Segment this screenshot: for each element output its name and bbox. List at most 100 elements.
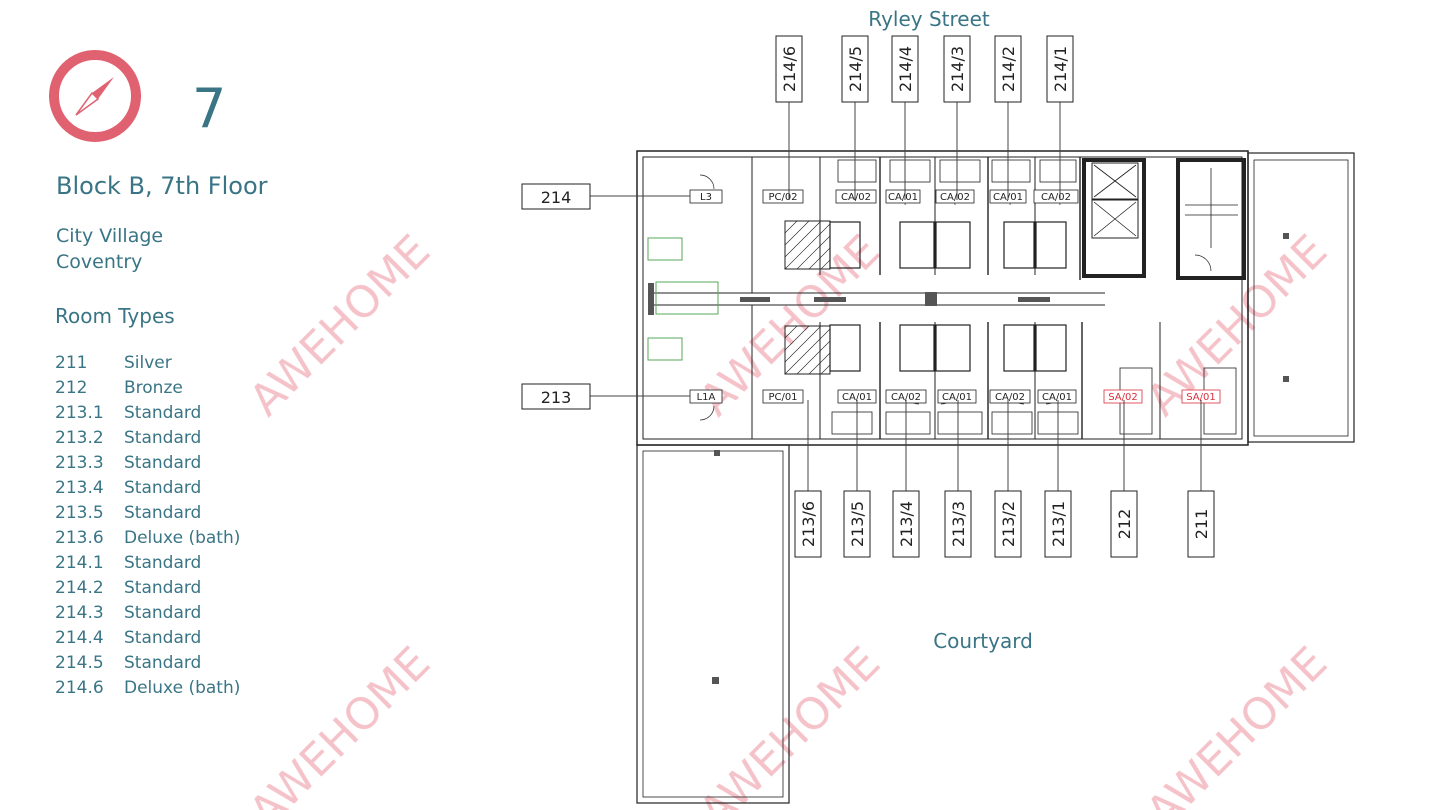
room-type: Standard bbox=[124, 578, 202, 598]
room-type: Standard bbox=[124, 603, 202, 623]
callout-label: 214/4 bbox=[896, 46, 915, 92]
room-number: 214.2 bbox=[55, 578, 104, 598]
watermark-1: AWEHOME bbox=[240, 225, 440, 425]
callout-label: 213/1 bbox=[1049, 501, 1068, 547]
room-tag-label: CA/02 bbox=[940, 192, 970, 203]
list-item: 214.3 Standard bbox=[55, 603, 240, 628]
room-tag-label: PC/01 bbox=[768, 392, 797, 403]
top-callouts: 214/6 214/5 214/4 214/3 214/2 214/1 bbox=[775, 35, 1074, 103]
callout-label: 214 bbox=[541, 188, 572, 207]
building-outline bbox=[636, 150, 1355, 804]
room-tag: CA/01 bbox=[837, 389, 877, 404]
callout-label: 213/3 bbox=[949, 501, 968, 547]
callout-label: 213 bbox=[541, 388, 572, 407]
room-number: 214.3 bbox=[55, 603, 104, 623]
room-tag: L1A bbox=[689, 389, 723, 404]
callout-label: 214/1 bbox=[1051, 46, 1070, 92]
watermark-3: AWEHOME bbox=[1137, 225, 1337, 425]
callout-label: 214/6 bbox=[780, 46, 799, 92]
bottom-callouts: 213/6 213/5 213/4 213/3 213/2 213/1 212 … bbox=[794, 490, 1215, 558]
callout-213-3: 213/3 bbox=[944, 490, 972, 558]
callout-label: 214/5 bbox=[846, 46, 865, 92]
list-item: 213.2 Standard bbox=[55, 428, 240, 453]
room-type: Standard bbox=[124, 628, 202, 648]
watermark-5: AWEHOME bbox=[690, 637, 890, 810]
callout-label: 213/4 bbox=[897, 501, 916, 547]
red-tag: SA/02 bbox=[1103, 389, 1143, 404]
callout-label: 211 bbox=[1192, 509, 1211, 540]
red-tag-label: SA/02 bbox=[1108, 392, 1137, 403]
room-tag-label: L1A bbox=[697, 392, 716, 403]
room-tag: CA/01 bbox=[937, 389, 977, 404]
room-number: 213.5 bbox=[55, 503, 104, 523]
room-number: 213.6 bbox=[55, 528, 104, 548]
room-tag-label: PC/02 bbox=[768, 192, 797, 203]
corridor-details bbox=[648, 233, 1289, 684]
room-number: 214.6 bbox=[55, 678, 104, 698]
room-number: 212 bbox=[55, 378, 88, 398]
list-item: 214.2 Standard bbox=[55, 578, 240, 603]
room-tag: CA/02 bbox=[835, 189, 877, 204]
room-tag-label: L3 bbox=[700, 192, 712, 203]
room-type: Standard bbox=[124, 428, 202, 448]
red-room-tags: SA/02 SA/01 bbox=[1103, 389, 1221, 404]
room-tag-label: CA/02 bbox=[995, 392, 1025, 403]
room-number: 214.1 bbox=[55, 553, 104, 573]
room-type: Deluxe (bath) bbox=[124, 678, 241, 698]
room-tag: L3 bbox=[689, 189, 723, 204]
floor-number: 7 bbox=[192, 77, 227, 140]
callout-214-5: 214/5 bbox=[841, 35, 869, 103]
room-tag: PC/01 bbox=[762, 389, 804, 404]
room-tag: CA/01 bbox=[1037, 389, 1077, 404]
room-tags-bottom: L1A PC/01 CA/01 CA/02 CA/01 CA/02 CA/01 bbox=[689, 389, 1077, 404]
callout-214-4: 214/4 bbox=[891, 35, 919, 103]
callout-214-1: 214/1 bbox=[1046, 35, 1074, 103]
watermark-4: AWEHOME bbox=[240, 637, 440, 810]
room-type: Standard bbox=[124, 553, 202, 573]
room-number: 214.5 bbox=[55, 653, 104, 673]
room-tag-label: CA/02 bbox=[891, 392, 921, 403]
callout-214-6: 214/6 bbox=[775, 35, 803, 103]
room-tag-label: CA/01 bbox=[888, 192, 918, 203]
callout-label: 214/2 bbox=[999, 46, 1018, 92]
room-type: Bronze bbox=[124, 378, 183, 398]
room-number: 213.4 bbox=[55, 478, 104, 498]
callout-label: 213/6 bbox=[799, 501, 818, 547]
street-label: Ryley Street bbox=[868, 7, 990, 31]
room-tag: CA/01 bbox=[885, 189, 921, 204]
page-title: Block B, 7th Floor bbox=[56, 172, 268, 200]
callout-213-6: 213/6 bbox=[794, 490, 822, 558]
callout-213-1: 213/1 bbox=[1044, 490, 1072, 558]
callout-label: 213/5 bbox=[848, 501, 867, 547]
room-number: 214.4 bbox=[55, 628, 104, 648]
callout-label: 213/2 bbox=[999, 501, 1018, 547]
room-tag: CA/02 bbox=[935, 189, 975, 204]
red-tag-label: SA/01 bbox=[1186, 392, 1215, 403]
callout-214-3: 214/3 bbox=[943, 35, 971, 103]
callout-213-2: 213/2 bbox=[994, 490, 1022, 558]
room-tag-label: CA/01 bbox=[842, 392, 872, 403]
callout-leaders bbox=[590, 102, 1202, 491]
compass-icon bbox=[49, 50, 141, 142]
list-item: 214.6 Deluxe (bath) bbox=[55, 678, 240, 703]
callout-212: 212 bbox=[1110, 490, 1138, 558]
room-tag: CA/02 bbox=[989, 389, 1031, 404]
watermark-6: AWEHOME bbox=[1137, 637, 1337, 810]
callout-213: 213 bbox=[521, 383, 591, 410]
room-tag: CA/02 bbox=[885, 389, 927, 404]
callout-214: 214 bbox=[521, 183, 591, 210]
list-item: 212 Bronze bbox=[55, 378, 240, 403]
room-number: 213.2 bbox=[55, 428, 104, 448]
room-types-heading: Room Types bbox=[55, 304, 175, 328]
room-number: 213.3 bbox=[55, 453, 104, 473]
callout-label: 214/3 bbox=[948, 46, 967, 92]
side-callouts: 214 213 bbox=[521, 183, 591, 410]
